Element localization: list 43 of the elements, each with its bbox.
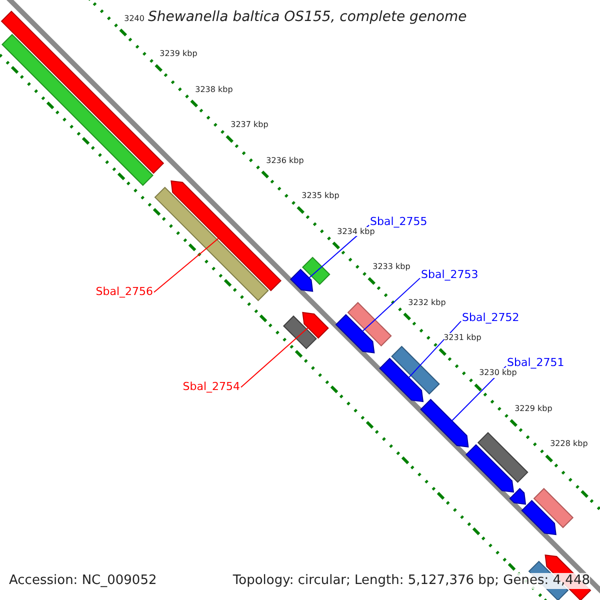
gene-label: Sbal_2754: [182, 380, 240, 394]
scale-label: 3231 kbp: [444, 332, 482, 343]
gene-feature: [521, 500, 556, 536]
gene-feature: [509, 488, 526, 505]
gene-feature: [379, 358, 424, 402]
leader-line: [154, 238, 220, 293]
gene-label: Sbal_2753: [421, 268, 478, 282]
gene-label: Sbal_2756: [96, 285, 153, 298]
scale-label: 3234 kbp: [337, 226, 375, 236]
scale-label: 3235 kbp: [302, 191, 340, 201]
accession-text: Accession: NC_009052: [9, 573, 157, 589]
gene-feature: [170, 180, 282, 292]
leader-line: [240, 327, 309, 388]
leader-line: [362, 278, 420, 332]
scale-label: 3239 kbp: [160, 49, 198, 59]
gene-feature: [302, 312, 329, 339]
gene-label: Sbal_2755: [370, 215, 428, 228]
gene-block: [154, 186, 269, 302]
genome-info-text: Topology: circular; Length: 5,127,376 bp; Genes: 4,448: [232, 573, 590, 589]
gene-block: [347, 302, 392, 346]
scale-label: 3230 kbp: [479, 368, 517, 378]
gene-block: [477, 432, 528, 483]
gene-block: [302, 256, 330, 285]
gene-block: [533, 488, 574, 528]
gene-block: [391, 346, 440, 395]
gene-label: Sbal_2752: [462, 311, 520, 324]
scale-label: 3233 kbp: [372, 262, 410, 272]
scale-label: 3236 kbp: [266, 156, 304, 166]
gene-feature: [290, 268, 314, 292]
scale-label: 3228 kbp: [550, 439, 588, 450]
gene-feature: [465, 444, 514, 493]
gene-label: Sbal_2751: [507, 356, 564, 370]
scale-label: 3240: [124, 14, 144, 24]
leader-line: [408, 320, 462, 378]
scale-label: 3237 kbp: [230, 120, 268, 130]
scale-label: 3229 kbp: [514, 404, 552, 414]
title: Shewanella baltica OS155, complete genome: [147, 9, 467, 26]
scale-label: 3232 kbp: [408, 298, 446, 308]
gene-feature: [335, 314, 375, 354]
gene-block: [2, 34, 154, 186]
gene-block: [283, 315, 317, 350]
scale-label: 3238 kbp: [195, 84, 233, 94]
gene-feature: [420, 398, 469, 448]
